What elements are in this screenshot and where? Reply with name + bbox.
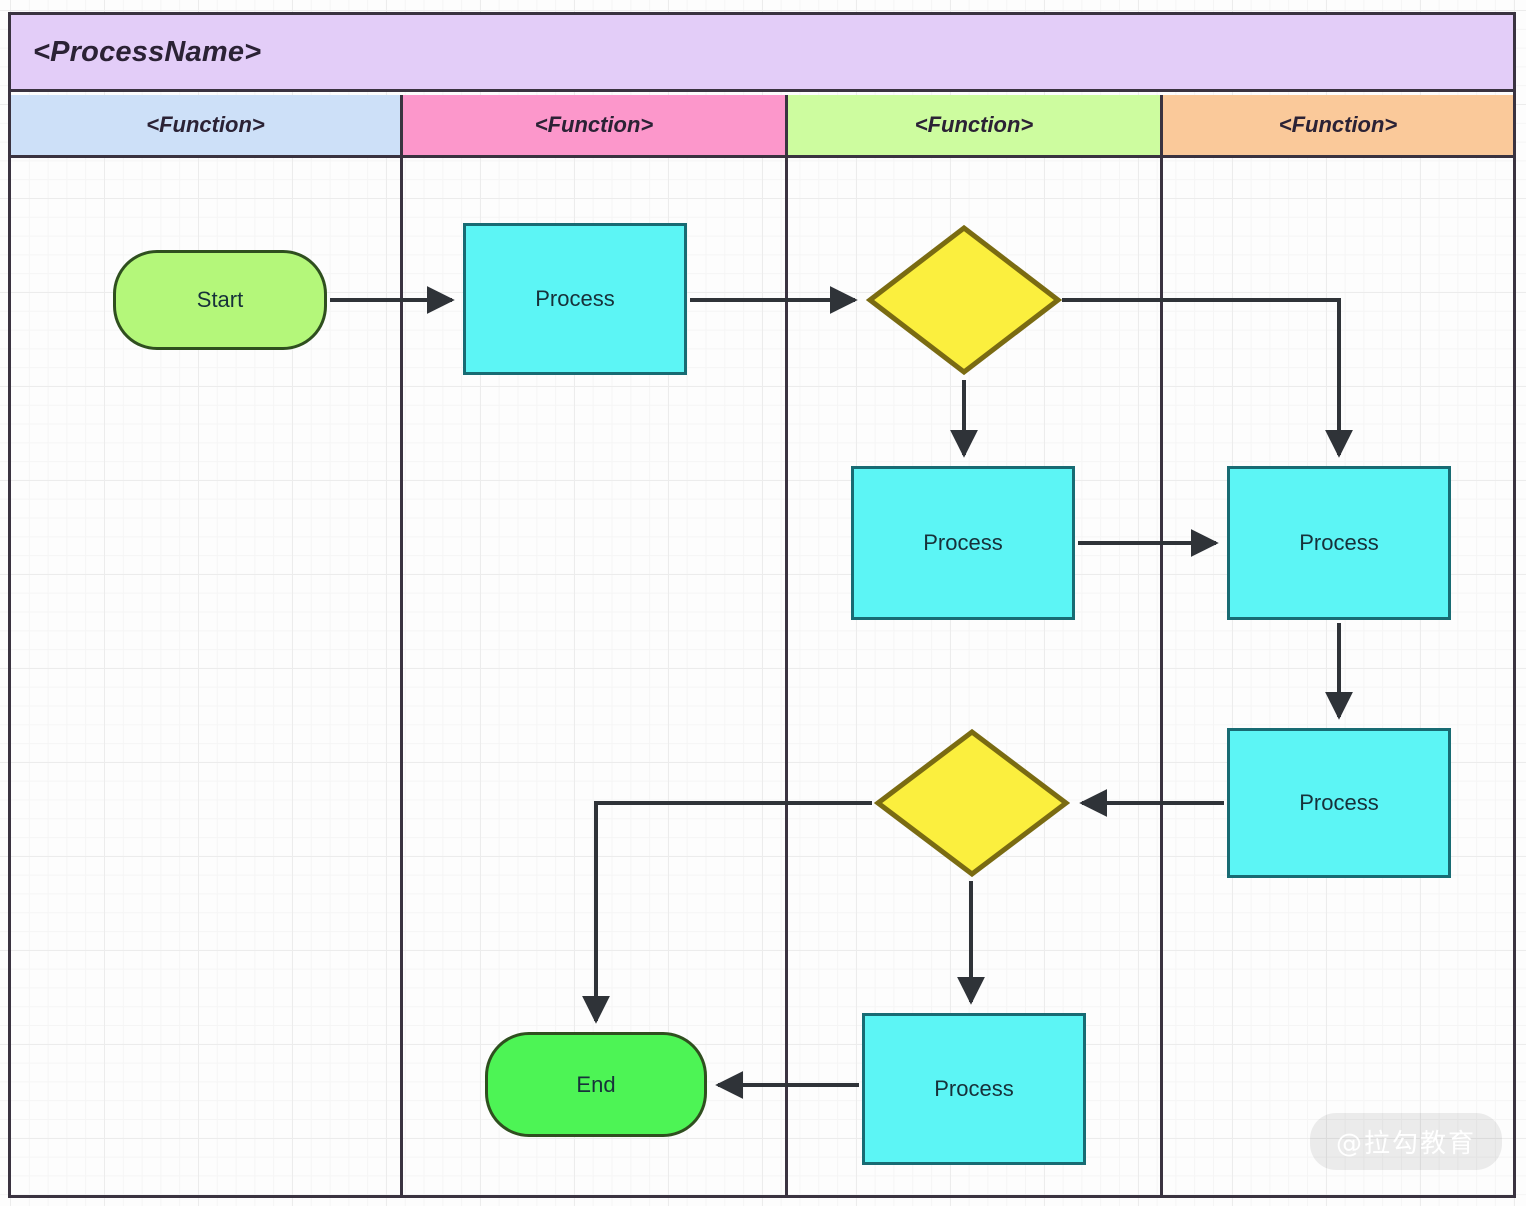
node-end-label: End (576, 1071, 616, 1097)
swimlane-pool-frame (8, 12, 1516, 1198)
node-decision-2[interactable] (874, 728, 1070, 878)
node-end[interactable]: End (485, 1032, 707, 1137)
lane-header-label-2: <Function> (914, 112, 1034, 137)
lane-header-label-0: <Function> (146, 112, 265, 137)
lane-separator-1 (400, 158, 403, 1198)
node-process-2[interactable]: Process (851, 466, 1075, 620)
node-start[interactable]: Start (113, 250, 327, 350)
node-start-label: Start (196, 287, 244, 312)
node-process-2-label: Process (923, 530, 1003, 555)
lane-header-1[interactable]: <Function> (403, 95, 788, 158)
edge-d2-to-end (582, 801, 872, 1024)
node-process-4[interactable]: Process (1227, 728, 1451, 878)
edge-d1-to-p3 (1062, 298, 1353, 458)
lane-header-label-3: <Function> (1278, 112, 1398, 137)
node-process-1[interactable]: Process (463, 223, 687, 375)
page-title: <ProcessName> (33, 35, 262, 68)
lane-header-2[interactable]: <Function> (788, 95, 1163, 158)
node-process-3[interactable]: Process (1227, 466, 1451, 620)
node-decision-1[interactable] (866, 224, 1062, 376)
lane-header-0[interactable]: <Function> (11, 95, 403, 158)
lane-header-label-1: <Function> (534, 112, 654, 137)
lane-separator-3 (1160, 158, 1163, 1198)
node-process-3-label: Process (1299, 530, 1379, 555)
watermark: @拉勾教育 (1309, 1113, 1502, 1170)
diamond-shape-1 (866, 224, 1062, 376)
process-title-bar: <ProcessName> (11, 15, 1513, 92)
lane-separator-2 (785, 158, 788, 1198)
node-process-5[interactable]: Process (862, 1013, 1086, 1165)
node-process-5-label: Process (934, 1076, 1014, 1101)
node-process-4-label: Process (1299, 790, 1379, 815)
lane-header-3[interactable]: <Function> (1163, 95, 1513, 158)
node-process-1-label: Process (535, 286, 615, 311)
diamond-shape-2 (874, 728, 1070, 878)
